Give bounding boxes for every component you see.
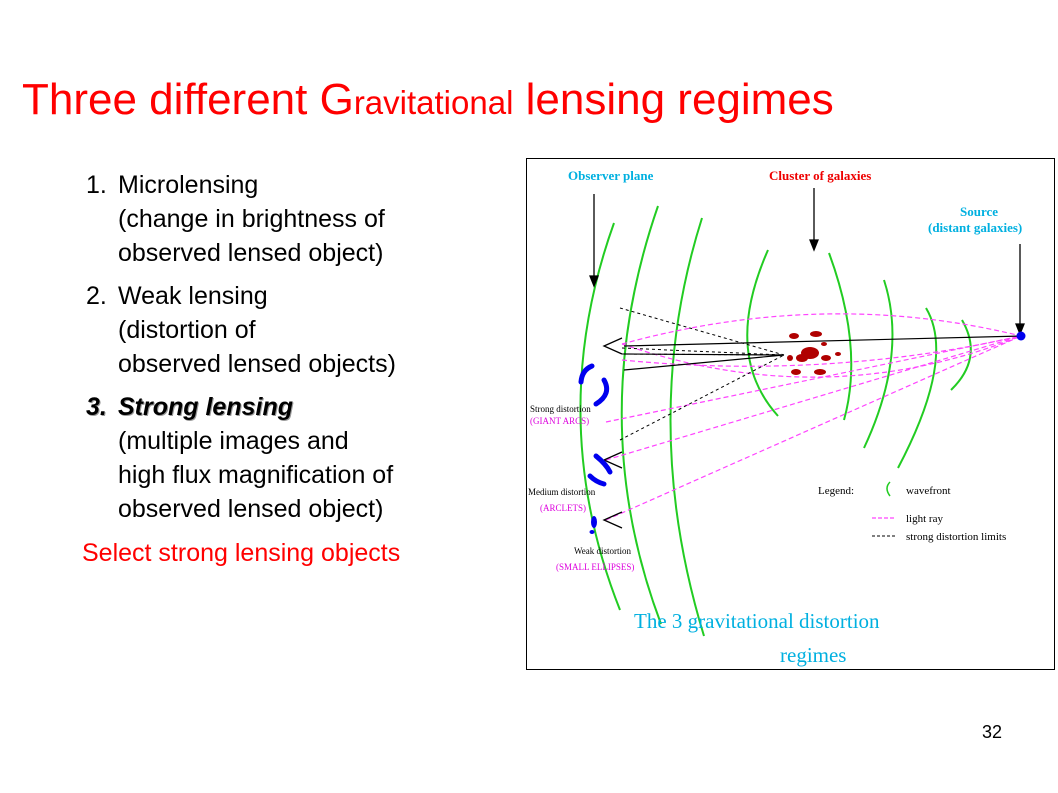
arclet: [587, 473, 607, 487]
light-ray: [605, 335, 1022, 423]
arclets-label: (ARCLETS): [540, 503, 586, 513]
item-line: (change in brightness of: [118, 205, 385, 233]
wavefront-arc: [746, 249, 779, 417]
source-dot: [1016, 331, 1026, 341]
source-label: Source: [960, 204, 998, 219]
label-arrows: [589, 188, 1025, 336]
top-labels: Observer plane Cluster of galaxies Sourc…: [568, 168, 1022, 235]
solid-rays: [623, 335, 1022, 371]
item-body: Strong lensing (multiple images and high…: [118, 390, 393, 526]
solid-ray: [623, 353, 785, 356]
lensing-diagram: Observer plane Cluster of galaxies Sourc…: [526, 158, 1055, 670]
wavefront-arc: [669, 217, 705, 637]
distortion-limits: [619, 307, 785, 441]
wavefront-arcs: [579, 205, 972, 637]
solid-ray: [623, 354, 785, 371]
wavefront-arc: [863, 279, 894, 449]
page-number: 32: [982, 722, 1003, 742]
small-ellipses-label: (SMALL ELLIPSES): [556, 562, 634, 572]
source-arrow-head: [1015, 323, 1025, 336]
wavefront-arc: [620, 205, 662, 625]
cluster-galaxy: [810, 331, 822, 337]
cluster-galaxy: [821, 355, 831, 361]
item-line: high flux magnification of: [118, 461, 394, 489]
select-strong-lensing-text: Select strong lensing objects: [82, 539, 401, 567]
light-rays: [605, 313, 1022, 521]
diagram-frame: [526, 158, 1055, 670]
legend-light-ray-label: light ray: [906, 513, 943, 525]
wavefront-arc: [950, 319, 972, 391]
cluster-arrow-head: [809, 239, 819, 252]
cluster-galaxy: [796, 354, 808, 362]
item-heading: Weak lensing: [118, 282, 268, 310]
cluster-galaxy: [821, 342, 827, 346]
left-labels: Strong distortion (GIANT ARCS) Medium di…: [528, 404, 634, 572]
giant-arcs-label: (GIANT ARCS): [530, 416, 589, 426]
item-number: 1.: [86, 171, 107, 199]
observer-arrow-head: [589, 275, 599, 288]
slide-title: Three different Gravitational lensing re…: [22, 72, 834, 131]
list-item-strong-lensing: 3. Strong lensing (multiple images and h…: [86, 390, 516, 526]
item-line: observed lensed objects): [118, 350, 396, 378]
item-heading: Microlensing: [118, 171, 259, 199]
distortion-limit-line: [619, 354, 785, 441]
item-number: 2.: [86, 282, 107, 310]
light-ray: [605, 335, 1022, 521]
caption-line-1: The 3 gravitational distortion: [634, 609, 880, 633]
cluster-galaxy: [835, 352, 841, 356]
cluster-label: Cluster of galaxies: [769, 168, 871, 183]
title-part-3: lensing regimes: [513, 75, 834, 124]
regime-list: 1. Microlensing (change in brightness of…: [82, 168, 516, 570]
cluster-galaxy: [789, 333, 799, 339]
item-number: 3.: [86, 393, 107, 421]
arclet: [593, 453, 613, 475]
light-ray: [605, 335, 1022, 461]
item-line: (multiple images and: [118, 427, 349, 455]
small-ellipse: [589, 530, 595, 534]
cluster-galaxies: [787, 331, 841, 375]
giant-arc: [593, 377, 610, 407]
list-item-weak-lensing: 2. Weak lensing (distortion of observed …: [86, 279, 516, 381]
small-ellipse: [591, 516, 597, 528]
cluster-galaxy: [791, 369, 801, 375]
caption-line-2: regimes: [780, 643, 846, 667]
eye-icon: [602, 337, 623, 355]
wavefront-arc: [897, 307, 938, 469]
legend-title: Legend:: [818, 485, 854, 497]
solid-ray: [623, 335, 1022, 347]
title-part-1: Three different G: [22, 75, 354, 124]
light-ray: [621, 313, 1022, 345]
lensed-images: [578, 363, 613, 487]
light-ray: [621, 335, 1022, 378]
medium-distortion-label: Medium distortion: [528, 487, 596, 497]
item-heading: Strong lensing: [118, 393, 293, 421]
item-body: Weak lensing (distortion of observed len…: [118, 279, 396, 381]
legend-limits-label: strong distortion limits: [906, 531, 1006, 543]
eye-icon: [602, 511, 623, 529]
diagram-caption: The 3 gravitational distortion regimes: [634, 609, 880, 667]
cluster-galaxy: [787, 355, 793, 361]
cluster-galaxy: [814, 369, 826, 375]
list-item-microlensing: 1. Microlensing (change in brightness of…: [86, 168, 516, 270]
legend: Legend: wavefront light ray strong disto…: [818, 481, 1006, 543]
strong-distortion-label: Strong distortion: [530, 404, 591, 414]
wavefront-arc: [828, 252, 853, 421]
distortion-limit-line: [619, 307, 785, 356]
item-body: Microlensing (change in brightness of ob…: [118, 168, 385, 270]
item-line: observed lensed object): [118, 239, 384, 267]
title-part-2: ravitational: [353, 84, 514, 121]
source-sublabel: (distant galaxies): [928, 220, 1022, 235]
observer-plane-label: Observer plane: [568, 168, 654, 183]
legend-wavefront-swatch: [886, 481, 891, 497]
giant-arc: [578, 363, 595, 385]
legend-wavefront-label: wavefront: [906, 485, 951, 497]
weak-distortion-label: Weak distortion: [574, 546, 632, 556]
item-line: observed lensed object): [118, 495, 384, 523]
item-line: (distortion of: [118, 316, 256, 344]
